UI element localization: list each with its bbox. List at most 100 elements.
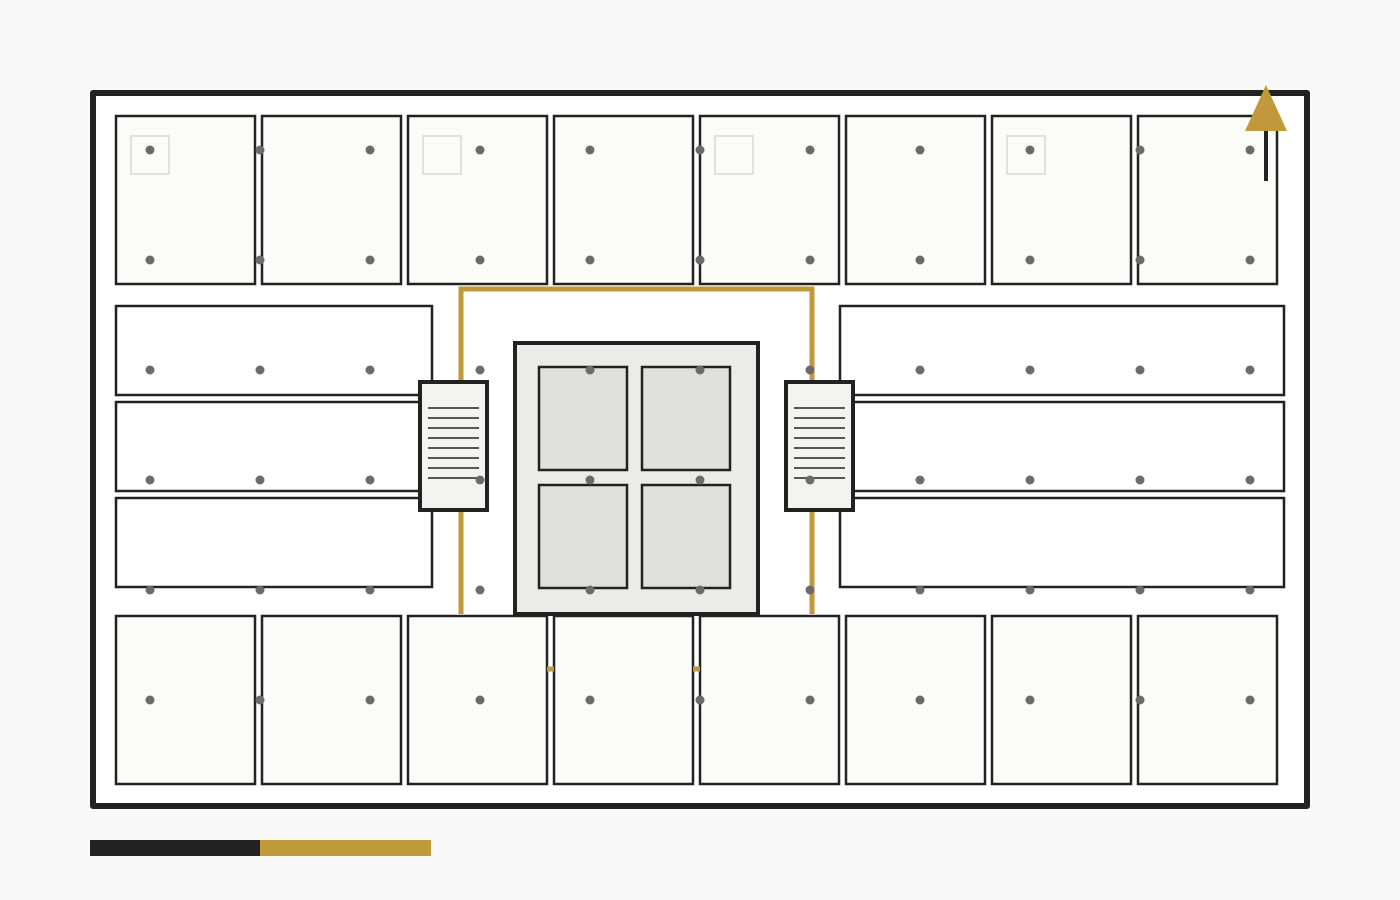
structural-column <box>1135 365 1145 375</box>
structural-column <box>695 145 705 155</box>
structural-column <box>585 475 595 485</box>
structural-column <box>145 695 155 705</box>
structural-column <box>695 255 705 265</box>
structural-column <box>1025 585 1035 595</box>
structural-column <box>805 585 815 595</box>
unit-top-1 <box>114 114 257 286</box>
structural-column <box>365 365 375 375</box>
structural-column <box>1025 365 1035 375</box>
structural-column <box>695 475 705 485</box>
structural-column <box>475 475 485 485</box>
scale-bar-accent-segment <box>260 840 431 856</box>
unit-right-2 <box>838 400 1286 493</box>
structural-column <box>805 365 815 375</box>
scale-bar <box>90 840 431 856</box>
structural-column <box>915 585 925 595</box>
unit-left-1 <box>114 304 434 397</box>
north-arrow-head <box>1245 85 1287 131</box>
stair-left <box>418 380 489 512</box>
structural-column <box>915 475 925 485</box>
lift-1 <box>537 365 629 472</box>
unit-right-3 <box>838 496 1286 589</box>
structural-columns <box>145 145 1255 705</box>
left-wing <box>114 304 434 589</box>
fixture-square <box>130 135 170 175</box>
unit-top-6 <box>844 114 987 286</box>
lift-shafts <box>537 365 732 590</box>
structural-column <box>475 255 485 265</box>
structural-column <box>365 255 375 265</box>
structural-column <box>475 695 485 705</box>
fixture-square <box>714 135 754 175</box>
structural-column <box>475 145 485 155</box>
structural-column <box>1025 475 1035 485</box>
structural-column <box>695 695 705 705</box>
north-arrow-icon <box>1245 85 1287 181</box>
structural-column <box>585 255 595 265</box>
structural-column <box>805 255 815 265</box>
structural-column <box>915 255 925 265</box>
unit-top-2 <box>260 114 403 286</box>
structural-column <box>1245 475 1255 485</box>
unit-bottom-4 <box>552 614 695 786</box>
structural-column <box>365 695 375 705</box>
structural-column <box>475 585 485 595</box>
structural-column <box>365 585 375 595</box>
structural-column <box>915 145 925 155</box>
core <box>513 341 760 616</box>
fixture-squares <box>130 135 1046 175</box>
structural-column <box>1135 585 1145 595</box>
structural-column <box>1135 695 1145 705</box>
structural-column <box>915 365 925 375</box>
structural-column <box>1025 145 1035 155</box>
structural-column <box>145 365 155 375</box>
fixture-square <box>422 135 462 175</box>
scale-bar-dark-segment <box>90 840 260 856</box>
structural-column <box>805 145 815 155</box>
lift-2 <box>640 365 732 472</box>
structural-column <box>695 365 705 375</box>
unit-top-4 <box>552 114 695 286</box>
lift-3 <box>537 483 629 590</box>
unit-left-3 <box>114 496 434 589</box>
structural-column <box>1135 145 1145 155</box>
unit-top-7 <box>990 114 1133 286</box>
fixture-square <box>1006 135 1046 175</box>
structural-column <box>145 585 155 595</box>
unit-bottom-8 <box>1136 614 1279 786</box>
stair-right <box>784 380 855 512</box>
structural-column <box>585 695 595 705</box>
structural-column <box>1135 255 1145 265</box>
stair-left-outline <box>418 380 489 512</box>
structural-column <box>365 145 375 155</box>
structural-column <box>255 145 265 155</box>
structural-column <box>145 145 155 155</box>
structural-column <box>695 585 705 595</box>
structural-column <box>1245 145 1255 155</box>
unit-top-5 <box>698 114 841 286</box>
structural-column <box>585 585 595 595</box>
structural-column <box>805 475 815 485</box>
structural-column <box>365 475 375 485</box>
structural-column <box>1025 695 1035 705</box>
top-unit-row <box>114 114 1279 286</box>
structural-column <box>1245 585 1255 595</box>
bottom-unit-row <box>114 614 1279 786</box>
structural-column <box>255 585 265 595</box>
structural-column <box>255 695 265 705</box>
unit-left-2 <box>114 400 434 493</box>
structural-column <box>475 365 485 375</box>
unit-bottom-7 <box>990 614 1133 786</box>
structural-column <box>145 255 155 265</box>
structural-column <box>145 475 155 485</box>
structural-column <box>805 695 815 705</box>
structural-column <box>915 695 925 705</box>
stair-right-treads <box>794 407 845 479</box>
stair-right-outline <box>784 380 855 512</box>
right-wing <box>838 304 1286 589</box>
structural-column <box>255 365 265 375</box>
structural-column <box>1135 475 1145 485</box>
unit-top-8 <box>1136 114 1279 286</box>
unit-bottom-2 <box>260 614 403 786</box>
